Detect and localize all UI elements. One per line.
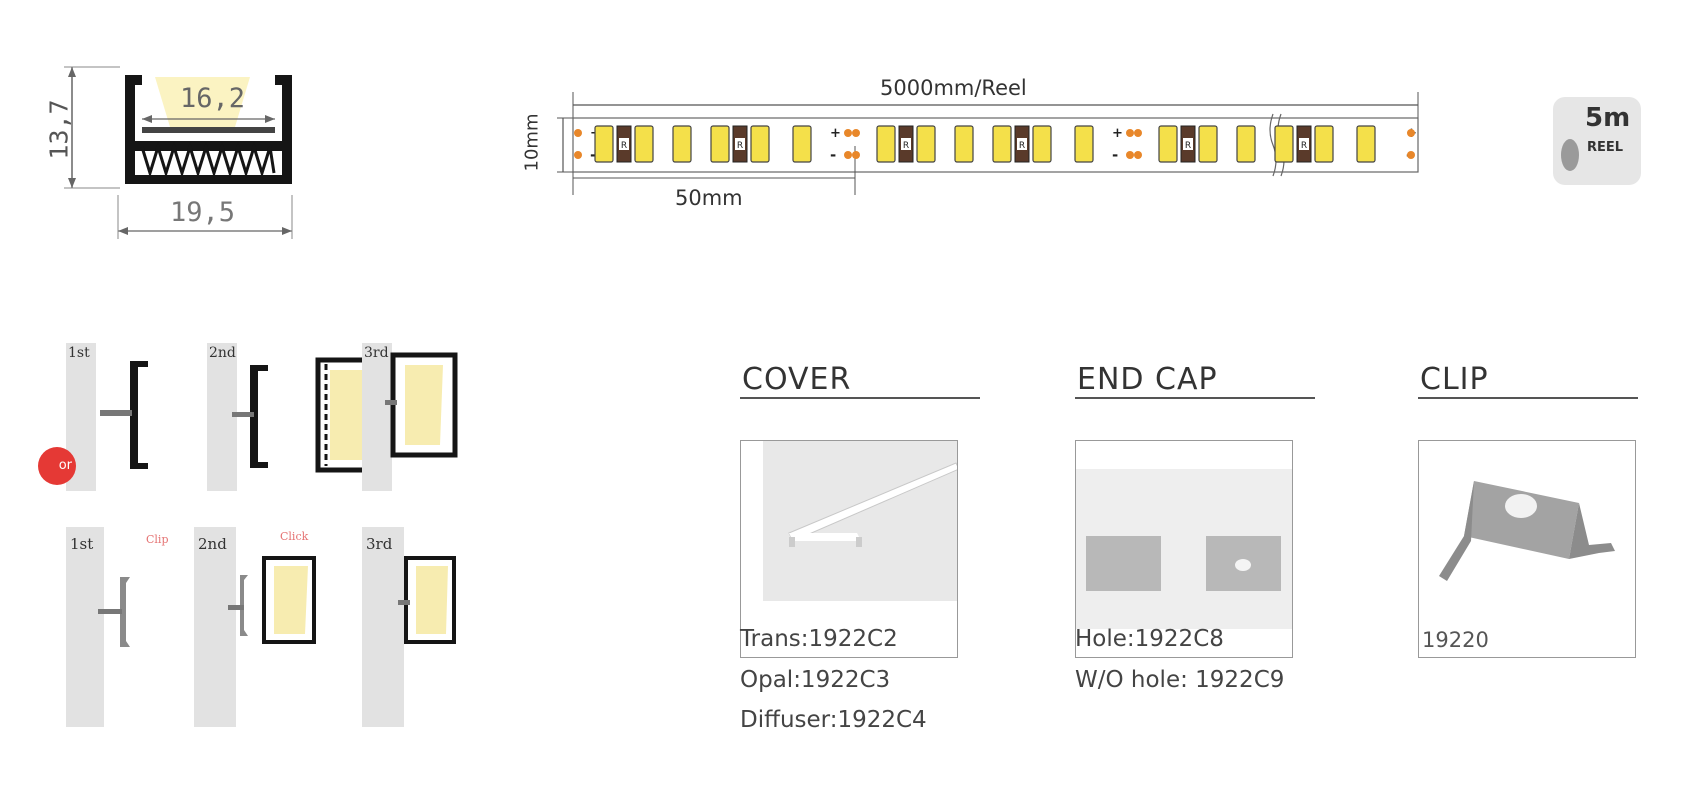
install-drawing <box>385 352 458 458</box>
solder-pad <box>1134 129 1142 137</box>
resistor-mark: R <box>737 141 743 151</box>
strip-width-label: 10mm <box>521 113 543 172</box>
minus-sign: - <box>590 146 596 164</box>
cover-title: COVER <box>742 362 852 397</box>
solder-pad <box>1407 129 1415 137</box>
cover-image <box>763 441 957 601</box>
install-panel <box>362 343 392 491</box>
led-chip <box>1032 125 1052 163</box>
install-drawing <box>98 577 130 647</box>
resistor-mark: R <box>903 141 909 151</box>
profile-inner-width-label: 16,2 <box>180 83 246 114</box>
end-cap-card <box>1075 440 1293 658</box>
led-chip <box>1274 125 1294 163</box>
resistor-label-bg <box>901 138 911 150</box>
end-cap-spec-hole: Hole:1922C8 <box>1075 626 1224 652</box>
reel-icon <box>1561 139 1579 171</box>
led-chip <box>1158 125 1178 163</box>
led-chip <box>792 125 812 163</box>
end-cap-spec-no-hole: W/O hole: 1922C9 <box>1075 667 1285 693</box>
plus-sign: + <box>1112 126 1123 141</box>
led-chip <box>876 125 896 163</box>
clip-spec-code: 19220 <box>1422 628 1489 652</box>
resistor-label-bg <box>735 138 745 150</box>
end-cap-title: END CAP <box>1077 362 1218 397</box>
install-drawing <box>100 361 148 469</box>
led-chip <box>1198 125 1218 163</box>
solder-pad <box>852 151 860 159</box>
install-step-label: 3rd <box>364 345 389 361</box>
solder-pad <box>852 129 860 137</box>
profile-drawing <box>64 66 293 239</box>
profile-cross-section: 13,7 16,2 19,5 <box>30 55 330 250</box>
resistor-label-bg <box>1299 138 1309 150</box>
reel-length: 5m <box>1585 103 1631 133</box>
clip-card <box>1418 440 1636 658</box>
solder-pad <box>1407 151 1415 159</box>
install-panel <box>194 527 236 727</box>
clip-title: CLIP <box>1420 362 1489 397</box>
led-chip <box>992 125 1012 163</box>
solder-pad <box>1126 151 1134 159</box>
or-badge-text: or <box>58 458 72 473</box>
install-hint-label: Clip <box>146 533 169 546</box>
minus-sign: - <box>830 146 836 164</box>
profile-height-label: 13,7 <box>44 99 74 160</box>
install-step-label: 3rd <box>366 535 393 553</box>
solder-pad <box>1126 129 1134 137</box>
end-cap-image <box>1076 469 1292 629</box>
strip-segment-label: 50mm <box>675 186 743 210</box>
led-chip <box>1356 125 1376 163</box>
solder-pad <box>574 151 582 159</box>
plus-sign: + <box>830 126 841 141</box>
clip-image <box>1439 481 1615 581</box>
resistor-mark: R <box>1301 141 1307 151</box>
led-chip <box>1236 125 1256 163</box>
led-chip <box>1074 125 1094 163</box>
led-chip <box>594 125 614 163</box>
solder-pad <box>1134 151 1142 159</box>
install-step-label: 1st <box>70 535 94 553</box>
led-chip <box>672 125 692 163</box>
install-drawing <box>398 556 456 644</box>
resistor-mark: R <box>621 141 627 151</box>
install-panel <box>362 527 404 727</box>
reel-word: REEL <box>1587 140 1624 155</box>
led-chip <box>954 125 974 163</box>
clip-title-rule <box>1418 397 1638 399</box>
solder-pad <box>574 129 582 137</box>
led-chip <box>750 125 770 163</box>
led-chip <box>916 125 936 163</box>
or-badge: or <box>38 447 76 485</box>
cover-title-rule <box>740 397 980 399</box>
strip-length-label: 5000mm/Reel <box>880 76 1027 100</box>
end-cap-title-rule <box>1075 397 1315 399</box>
cover-spec-diffuser: Diffuser:1922C4 <box>740 707 927 733</box>
installation-steps: 1st 2nd 3rd or 1st Clip 2nd Click 3rd <box>38 325 520 755</box>
led-chip <box>710 125 730 163</box>
cover-spec-trans: Trans:1922C2 <box>740 626 898 652</box>
led-chip <box>1314 125 1334 163</box>
install-step-label: 2nd <box>209 345 236 361</box>
resistor-mark: R <box>1185 141 1191 151</box>
led-chip <box>634 125 654 163</box>
reel-badge: 5m REEL <box>1553 97 1641 185</box>
solder-pad <box>844 129 852 137</box>
resistor-mark: R <box>1019 141 1025 151</box>
cover-spec-opal: Opal:1922C3 <box>740 667 891 693</box>
solder-pad <box>844 151 852 159</box>
install-panel <box>66 527 104 727</box>
install-step-label: 1st <box>68 345 90 361</box>
install-hint-label: Click <box>280 530 309 543</box>
resistor-label-bg <box>1017 138 1027 150</box>
install-step-label: 2nd <box>198 535 227 553</box>
profile-outer-width-label: 19,5 <box>170 197 236 228</box>
cover-card <box>740 440 958 658</box>
strip-drawing: +-RR+-RR+-RR+- <box>557 92 1419 195</box>
led-strip-diagram: 5000mm/Reel +-RR+-RR+-RR+- 10mm 50mm <box>521 70 1445 220</box>
install-drawing <box>228 556 316 644</box>
resistor-label-bg <box>619 138 629 150</box>
minus-sign: - <box>1112 146 1118 164</box>
resistor-label-bg <box>1183 138 1193 150</box>
